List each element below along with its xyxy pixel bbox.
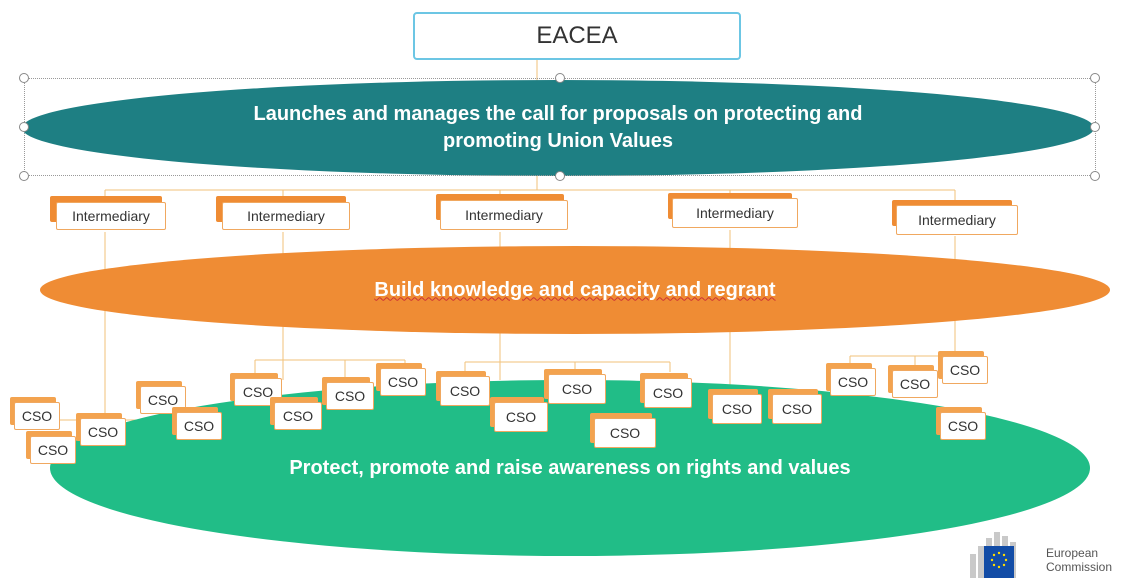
resize-handle[interactable]	[19, 171, 29, 181]
intermediary-box[interactable]: Intermediary	[440, 200, 568, 230]
cso-label: CSO	[505, 409, 537, 425]
intermediary-box[interactable]: Intermediary	[56, 202, 166, 230]
cso-label: CSO	[387, 374, 419, 390]
eacea-label: EACEA	[536, 22, 618, 49]
resize-handle[interactable]	[555, 171, 565, 181]
eacea-box[interactable]: EACEA	[413, 12, 741, 60]
call-text-line1: Launches and manages the call for propos…	[253, 103, 863, 125]
resize-handle[interactable]	[1090, 171, 1100, 181]
cso-box[interactable]: CSO	[942, 356, 988, 384]
cso-box[interactable]: CSO	[380, 368, 426, 396]
european-commission-logo: European Commission	[970, 532, 1137, 578]
intermediary-label: Intermediary	[696, 205, 774, 221]
cso-box[interactable]: CSO	[644, 378, 692, 408]
cso-box[interactable]: CSO	[30, 436, 76, 464]
cso-label: CSO	[449, 383, 481, 399]
resize-handle[interactable]	[1090, 73, 1100, 83]
cso-label: CSO	[183, 418, 215, 434]
cso-box[interactable]: CSO	[940, 412, 986, 440]
cso-box[interactable]: CSO	[830, 368, 876, 396]
call-text-line2: promoting Union Values	[442, 130, 673, 152]
outcome-text: Protect, promote and raise awareness on …	[289, 456, 851, 479]
outcome-ellipse: Protect, promote and raise awareness on …	[50, 380, 1090, 556]
capacity-ellipse: Build knowledge and capacity and regrant	[40, 246, 1110, 334]
cso-box[interactable]: CSO	[80, 418, 126, 446]
call-text: Launches and manages the call for propos…	[254, 101, 863, 155]
cso-box[interactable]: CSO	[274, 402, 322, 430]
cso-label: CSO	[899, 376, 931, 392]
commission-wordmark: European Commission	[1046, 546, 1112, 574]
cso-label: CSO	[561, 381, 593, 397]
logo-line2: Commission	[1046, 560, 1113, 574]
cso-label: CSO	[947, 418, 979, 434]
cso-label: CSO	[781, 401, 813, 417]
logo-line1: European	[1046, 546, 1099, 560]
cso-label: CSO	[837, 374, 869, 390]
intermediary-box[interactable]: Intermediary	[222, 202, 350, 230]
resize-handle[interactable]	[19, 122, 29, 132]
resize-handle[interactable]	[555, 73, 565, 83]
intermediary-label: Intermediary	[465, 207, 543, 223]
intermediary-label: Intermediary	[247, 208, 325, 224]
cso-label: CSO	[282, 408, 314, 424]
resize-handle[interactable]	[1090, 122, 1100, 132]
cso-label: CSO	[21, 408, 53, 424]
cso-box[interactable]: CSO	[712, 394, 762, 424]
intermediary-label: Intermediary	[918, 212, 996, 228]
intermediary-box[interactable]: Intermediary	[896, 205, 1018, 235]
cso-label: CSO	[721, 401, 753, 417]
cso-label: CSO	[609, 425, 641, 441]
cso-box[interactable]: CSO	[494, 402, 548, 432]
cso-box[interactable]: CSO	[772, 394, 822, 424]
cso-box[interactable]: CSO	[14, 402, 60, 430]
cso-label: CSO	[242, 384, 274, 400]
commission-building-icon	[970, 532, 1016, 578]
resize-handle[interactable]	[19, 73, 29, 83]
cso-label: CSO	[652, 385, 684, 401]
cso-box[interactable]: CSO	[326, 382, 374, 410]
cso-label: CSO	[37, 442, 69, 458]
intermediary-box[interactable]: Intermediary	[672, 198, 798, 228]
cso-label: CSO	[87, 424, 119, 440]
intermediary-label: Intermediary	[72, 208, 150, 224]
cso-box[interactable]: CSO	[548, 374, 606, 404]
cso-box[interactable]: CSO	[594, 418, 656, 448]
cso-box[interactable]: CSO	[440, 376, 490, 406]
capacity-text: Build knowledge and capacity and regrant	[374, 278, 776, 301]
cso-label: CSO	[147, 392, 179, 408]
cso-box[interactable]: CSO	[892, 370, 938, 398]
cso-label: CSO	[949, 362, 981, 378]
call-ellipse[interactable]: Launches and manages the call for propos…	[22, 80, 1094, 176]
cso-label: CSO	[334, 388, 366, 404]
cso-box[interactable]: CSO	[176, 412, 222, 440]
